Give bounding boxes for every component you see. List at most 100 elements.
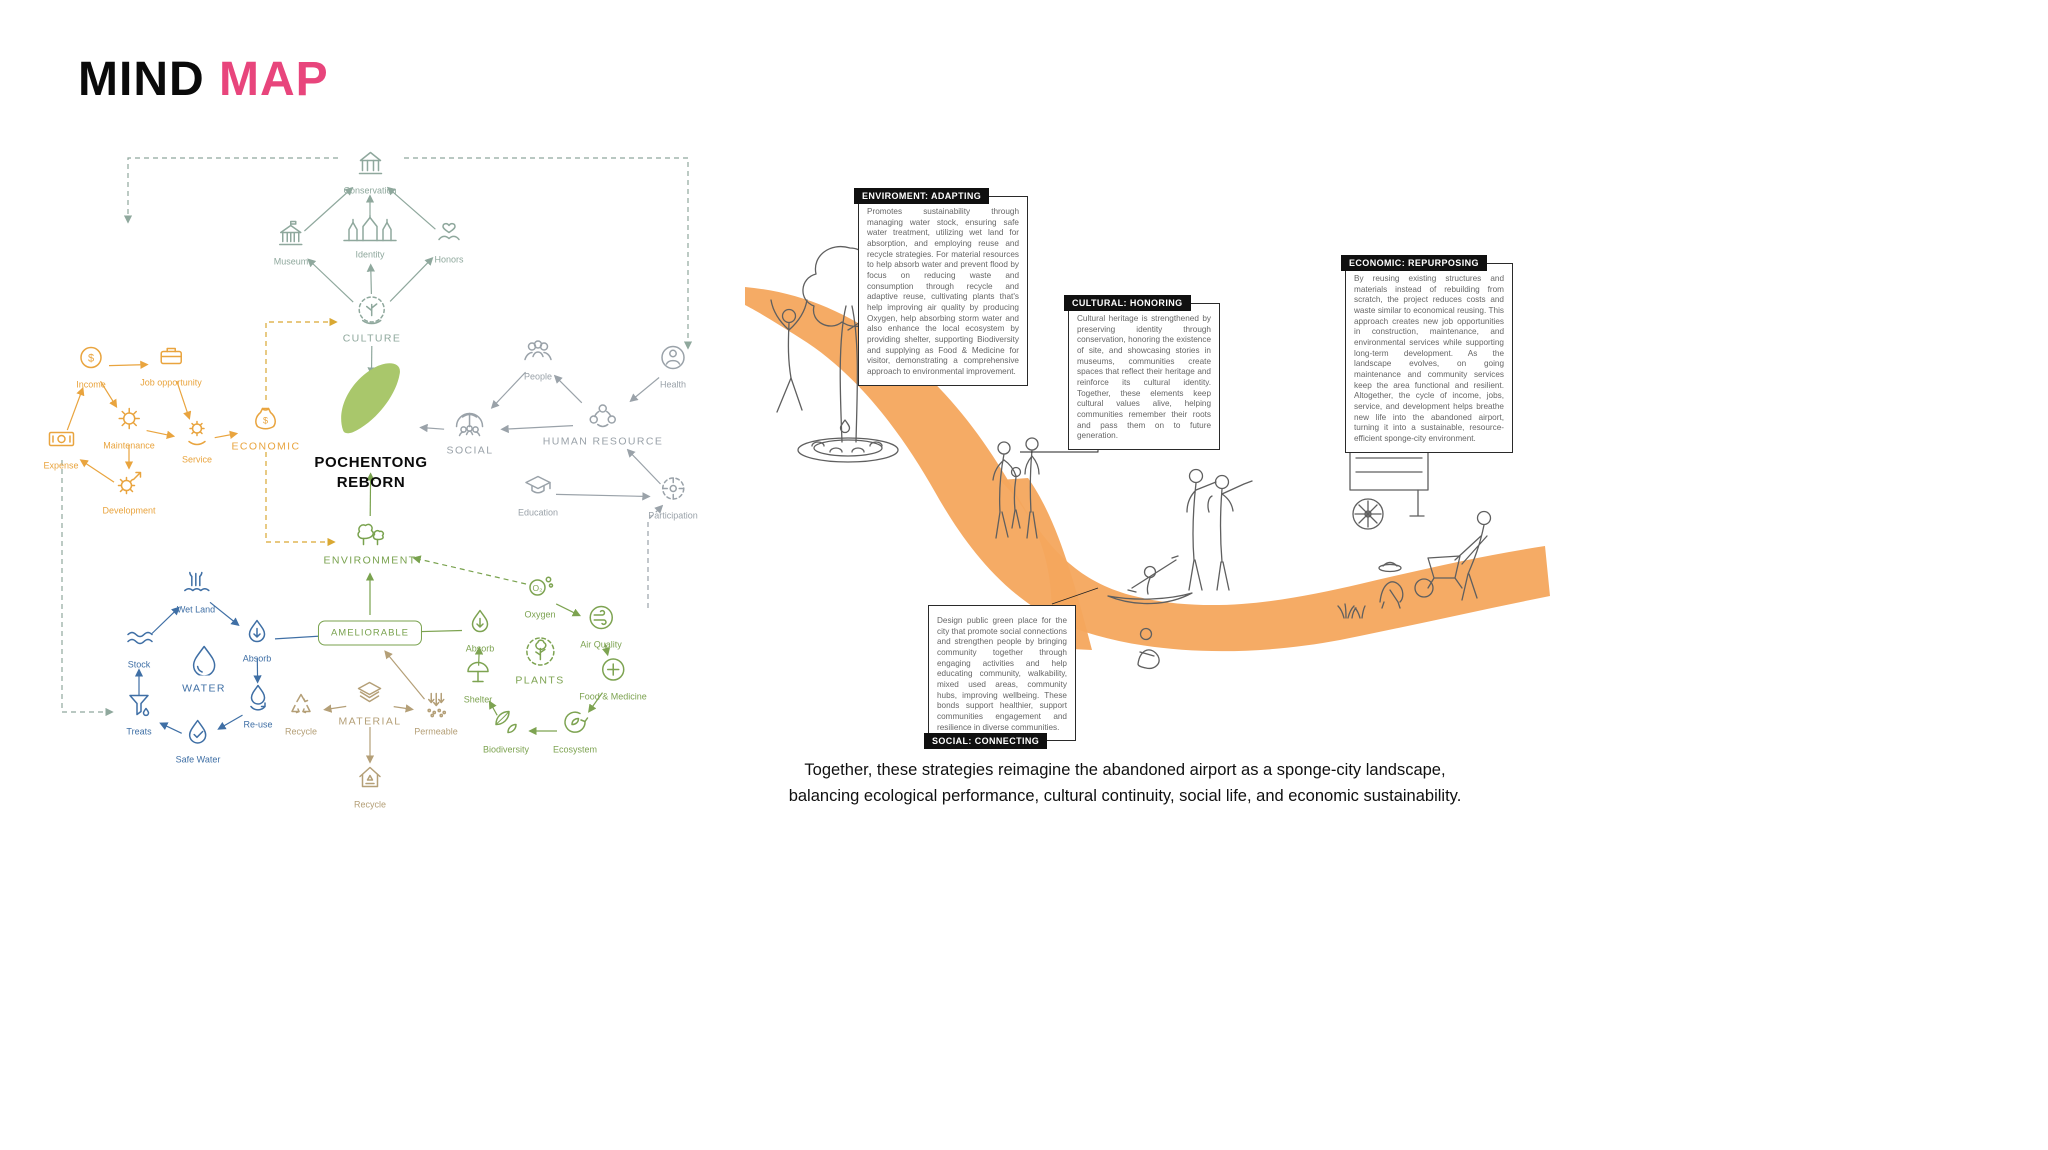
honor-hands-icon (434, 218, 464, 253)
node-label: WATER (182, 682, 226, 695)
node-stock: Stock (124, 623, 154, 670)
node-people: People (521, 337, 555, 382)
node-label: PLANTS (515, 674, 565, 687)
svg-text:$: $ (263, 416, 268, 426)
node-label: Honors (434, 254, 464, 265)
leaves-icon (491, 708, 521, 743)
eco-cycle-icon (560, 708, 590, 743)
node-shelter: Shelter (463, 658, 493, 705)
node-oxygen: O₂ Oxygen (524, 573, 556, 620)
o2-icon: O₂ (525, 573, 555, 608)
node-label: Stock (127, 659, 151, 670)
node-treats: Treats (124, 690, 154, 737)
drop-check-icon (183, 718, 213, 753)
node-culture: CULTURE (343, 296, 402, 345)
callout-economic: ECONOMIC: REPURPOSING By reusing existin… (1341, 255, 1513, 453)
node-safewater: Safe Water (175, 718, 221, 765)
service-icon (182, 418, 212, 453)
node-label: Re-use (243, 719, 273, 730)
orange-ribbon (745, 287, 1550, 652)
node-foodmed: Food & Medicine (579, 655, 647, 702)
title-word-map: MAP (219, 53, 329, 106)
node-development: Development (102, 469, 156, 516)
dev-gear-icon (114, 469, 144, 504)
node-label: Shelter (463, 694, 493, 705)
node-label: People (523, 371, 553, 382)
ameliorable-pill: AMELIORABLE (317, 620, 423, 646)
node-label: Recycle (284, 726, 318, 737)
node-label: Museum (273, 256, 309, 267)
node-social: SOCIAL (447, 406, 494, 457)
node-reuse: Re-use (243, 683, 273, 730)
farmer-illustration (1378, 561, 1404, 609)
callout-cultural: CULTURAL: HONORING Cultural heritage is … (1064, 295, 1220, 450)
gear-icon (114, 404, 144, 439)
node-label: Expense (43, 460, 79, 471)
node-label: Development (102, 505, 156, 516)
node-label: Wet Land (176, 604, 216, 615)
node-conservation: Conservation (343, 149, 397, 196)
node-absorb_w: Absorb (242, 617, 272, 664)
node-environment: ENVIRONMENT (324, 518, 417, 567)
waves-icon (124, 623, 154, 658)
node-label: Identity (355, 249, 385, 260)
callout-social: SOCIAL: CONNECTING Design public green p… (924, 605, 1076, 750)
yoga-person-illustration (770, 299, 808, 413)
node-label: Permeable (414, 726, 458, 737)
svg-text:$: $ (88, 353, 94, 365)
wind-circle-icon (586, 603, 616, 638)
temple-icon (342, 214, 398, 248)
people-group-icon (586, 401, 620, 434)
node-biodiversity: Biodiversity (483, 708, 529, 755)
health-icon (658, 343, 688, 378)
water-drop-icon (187, 644, 221, 681)
node-ecosystem: Ecosystem (553, 708, 597, 755)
node-label: Health (659, 379, 686, 390)
callout-economic-tag: ECONOMIC: REPURPOSING (1341, 255, 1487, 271)
drop-arrow-icon (465, 607, 495, 642)
node-service: Service (182, 418, 212, 465)
node-label: Oxygen (524, 609, 556, 620)
node-label: Education (517, 507, 559, 518)
grad-cap-icon (523, 471, 553, 506)
svg-text:O₂: O₂ (532, 583, 542, 593)
dome-people-icon (453, 406, 487, 443)
node-label: Participation (648, 510, 698, 521)
node-label: SOCIAL (446, 444, 494, 457)
wetland-icon (181, 568, 211, 603)
node-label: Air Quality (580, 639, 622, 650)
node-label: HUMAN RESOURCE (542, 435, 664, 448)
node-airquality: Air Quality (580, 603, 622, 650)
callout-environment-body: Promotes sustainability through managing… (867, 207, 1019, 376)
node-label: CULTURE (342, 332, 402, 345)
node-recycle_m: Recycle (285, 690, 317, 737)
node-label: Job opportunity (140, 377, 202, 388)
page-title: MIND MAP (78, 52, 329, 107)
wheelbarrow-person-illustration (1414, 510, 1492, 601)
node-material: MATERIAL (339, 679, 402, 728)
node-label: Food & Medicine (579, 691, 647, 702)
node-label: Absorb (465, 643, 495, 654)
callout-cultural-body: Cultural heritage is strengthened by pre… (1077, 314, 1211, 441)
people-icon (521, 337, 555, 370)
tree-circle-icon (523, 636, 557, 673)
pointing-pair-illustration (1186, 468, 1253, 591)
node-education: Education (518, 471, 558, 518)
node-hr: HUMAN RESOURCE (543, 401, 664, 448)
callout-cultural-tag: CULTURAL: HONORING (1064, 295, 1191, 311)
node-ameliorable: AMELIORABLE (317, 620, 423, 646)
node-label: Recycle (353, 799, 387, 810)
node-label: Conservation (343, 185, 397, 196)
node-permeable: Permeable (414, 690, 458, 737)
money-bag-icon: $ (250, 404, 282, 439)
museum-icon (276, 220, 306, 255)
node-maintenance: Maintenance (103, 404, 155, 451)
callout-economic-body: By reusing existing structures and mater… (1354, 274, 1504, 443)
participation-icon (658, 474, 688, 509)
node-label: Biodiversity (482, 744, 530, 755)
center-label-line2: REBORN (336, 473, 406, 491)
node-label: ENVIRONMENT (323, 554, 417, 567)
node-label: Safe Water (175, 754, 221, 765)
